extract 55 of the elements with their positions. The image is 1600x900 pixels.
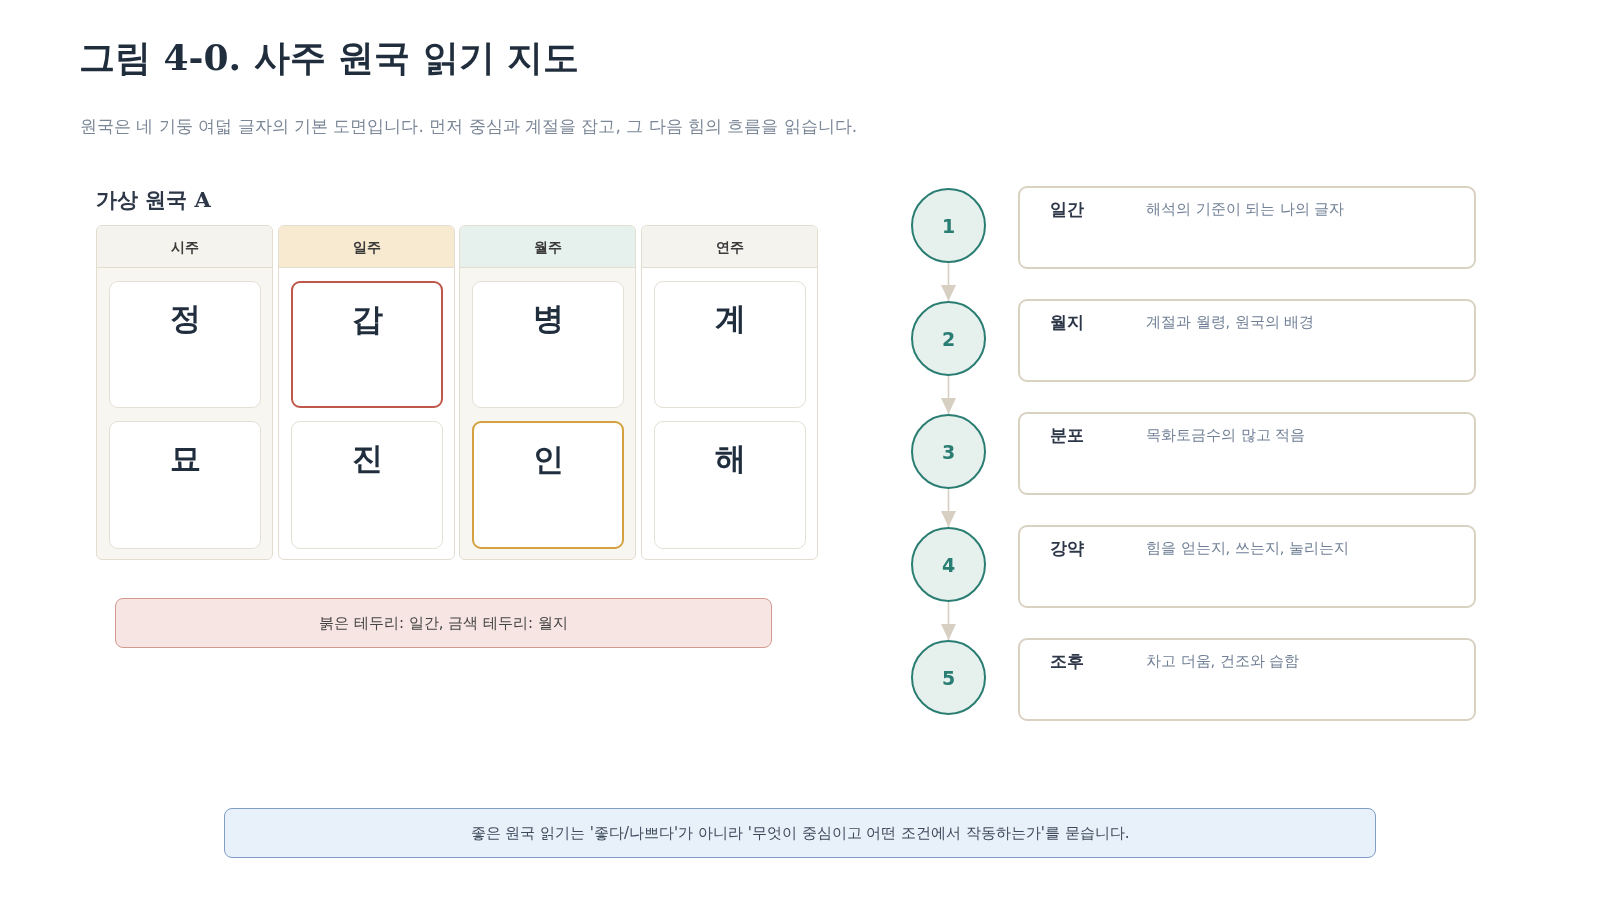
step-number: 2 xyxy=(941,327,956,350)
step-number: 1 xyxy=(941,214,956,237)
character-card xyxy=(472,421,624,549)
pillar-character: 계 xyxy=(714,299,746,338)
character-card xyxy=(109,281,261,408)
step-title: 일간 xyxy=(1050,198,1084,221)
step-title: 분포 xyxy=(1050,424,1084,447)
character-card xyxy=(654,281,806,408)
arrow xyxy=(941,488,956,528)
step-card xyxy=(1018,412,1476,495)
note-panel xyxy=(224,808,1376,858)
character-card xyxy=(472,281,624,408)
figure-title: 그림 4-0. 사주 원국 읽기 지도 xyxy=(79,35,580,80)
arrow xyxy=(941,262,956,302)
step-description: 해석의 기준이 되는 나의 글자 xyxy=(1146,200,1345,219)
pillar-character: 갑 xyxy=(351,300,383,339)
pillar-character: 진 xyxy=(351,439,383,478)
step-title: 조후 xyxy=(1050,650,1084,673)
step-description: 힘을 얻는지, 쓰는지, 눌리는지 xyxy=(1146,539,1350,558)
character-card xyxy=(291,421,443,549)
step-number: 5 xyxy=(941,666,956,689)
step-card xyxy=(1018,638,1476,721)
pillar-column xyxy=(96,225,273,560)
step-description: 목화토금수의 많고 적음 xyxy=(1146,426,1306,445)
table-heading: 가상 원국 A xyxy=(96,186,211,214)
pillar-column xyxy=(459,225,636,560)
pillar-character: 해 xyxy=(714,439,746,478)
arrow xyxy=(941,375,956,415)
pillar-character: 정 xyxy=(169,299,201,338)
step-description: 차고 더움, 건조와 습함 xyxy=(1146,652,1300,671)
pillar-column xyxy=(278,225,455,560)
step-number: 4 xyxy=(941,553,956,576)
character-card xyxy=(291,281,443,408)
note-panel xyxy=(115,598,772,648)
pillar-character: 묘 xyxy=(169,439,201,478)
character-card xyxy=(109,421,261,549)
step-card xyxy=(1018,525,1476,608)
subtitle: 원국은 네 기둥 여덟 글자의 기본 도면입니다. 먼저 중심과 계절을 잡고, 그 다음 힘의 흐름을 읽습니다. xyxy=(80,115,858,138)
note-text: 좋은 원국 읽기는 '좋다/나쁘다'가 아니라 '무엇이 중심이고 어떤 조건에서 작동하는가'를 묻습니다. xyxy=(470,823,1130,843)
column-header: 월주 xyxy=(460,226,635,268)
step-title: 월지 xyxy=(1050,311,1084,334)
step-number: 3 xyxy=(941,440,956,463)
step-card xyxy=(1018,186,1476,269)
step-description: 계절과 월령, 원국의 배경 xyxy=(1146,313,1315,332)
character-card xyxy=(654,421,806,549)
pillar-character: 인 xyxy=(532,440,564,479)
column-header: 일주 xyxy=(279,226,454,268)
pillar-character: 병 xyxy=(532,299,564,338)
step-title: 강약 xyxy=(1050,537,1084,560)
column-header: 연주 xyxy=(642,226,817,268)
pillar-column xyxy=(641,225,818,560)
step-card xyxy=(1018,299,1476,382)
arrow xyxy=(941,601,956,641)
column-header: 시주 xyxy=(97,226,272,268)
note-text: 붉은 테두리: 일간, 금색 테두리: 월지 xyxy=(319,613,568,633)
